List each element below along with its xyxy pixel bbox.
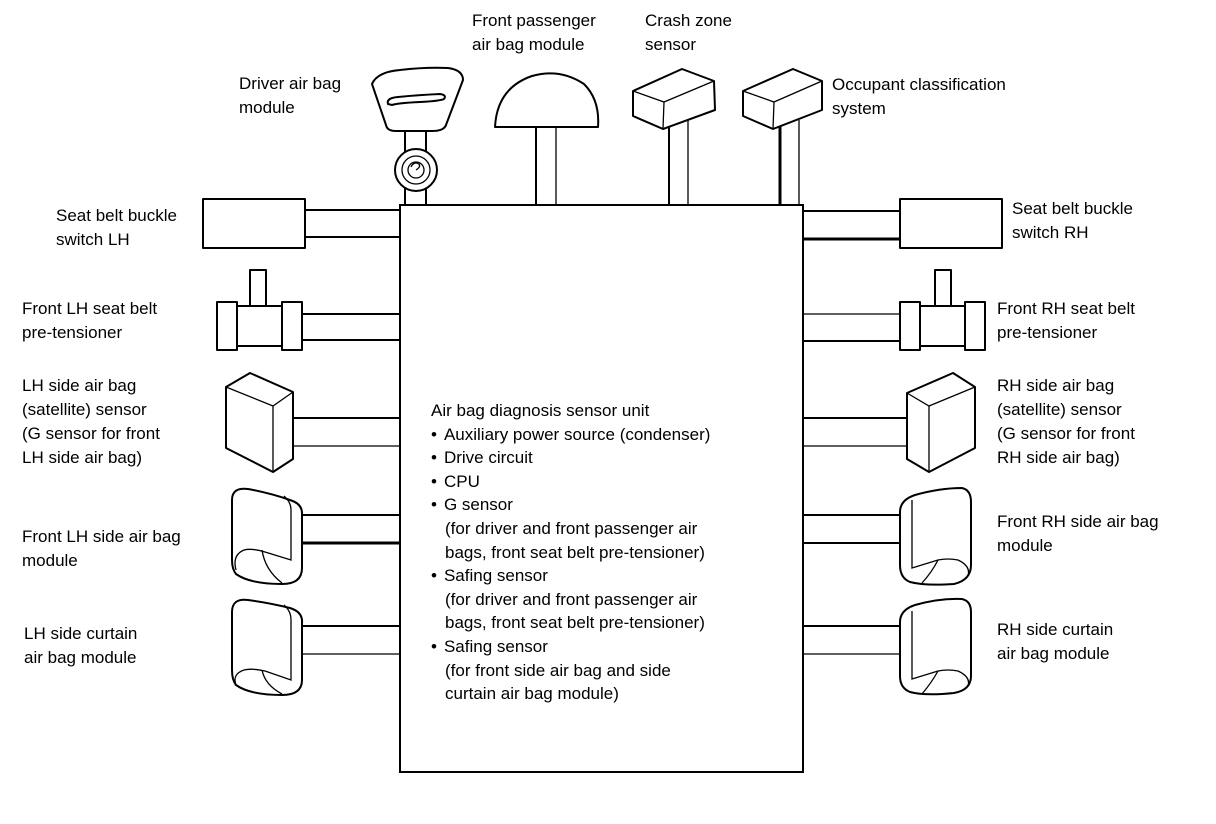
pretensioner-rh-label: Front RH seat belt pre-tensioner [997, 297, 1135, 345]
crash-zone-sensor-icon [632, 68, 716, 205]
unit-item-detail: bags, front seat belt pre-tensioner) [445, 542, 705, 562]
side-airbag-lh-icon [231, 487, 400, 585]
label-line: air bag module [472, 35, 585, 54]
unit-item: Auxiliary power source (condenser) [431, 423, 710, 447]
label-line: Driver air bag [239, 74, 342, 93]
label-line: Seat belt buckle [1012, 199, 1133, 218]
buckle-switch-rh-icon [803, 198, 1003, 249]
diagnosis-sensor-unit-text: Air bag diagnosis sensor unit Auxiliary … [431, 399, 710, 706]
unit-item-detail: curtain air bag module) [445, 684, 619, 704]
label-line: Front RH side air bag [997, 512, 1159, 531]
unit-item-detail: (for driver and front passenger air [445, 589, 698, 609]
label-line: switch RH [1012, 223, 1089, 242]
label-line: LH side air bag [22, 376, 137, 395]
label-line: Front RH seat belt [997, 299, 1135, 318]
label-line: LH side curtain [24, 624, 138, 643]
satellite-sensor-lh-label: LH side air bag (satellite) sensor (G se… [22, 374, 160, 470]
label-line: module [22, 551, 78, 570]
occupant-classification-label: Occupant classification system [832, 73, 1006, 121]
label-line: RH side air bag) [997, 448, 1120, 467]
side-airbag-rh-label: Front RH side air bag module [997, 510, 1159, 558]
side-airbag-lh-label: Front LH side air bag module [22, 525, 181, 573]
passenger-airbag-icon [494, 72, 600, 205]
buckle-switch-rh-label: Seat belt buckle switch RH [1012, 197, 1133, 245]
label-line: RH side air bag [997, 376, 1115, 395]
label-line: switch LH [56, 230, 130, 249]
label-line: Seat belt buckle [56, 206, 177, 225]
unit-item: Safing sensor [431, 564, 710, 588]
label-line: Front LH side air bag [22, 527, 181, 546]
buckle-switch-lh-icon [202, 198, 400, 249]
curtain-airbag-lh-label: LH side curtain air bag module [24, 622, 137, 670]
satellite-sensor-rh-label: RH side air bag (satellite) sensor (G se… [997, 374, 1135, 470]
pretensioner-lh-icon [216, 269, 400, 351]
label-line: Occupant classification [832, 75, 1006, 94]
driver-airbag-label: Driver air bag module [239, 72, 341, 120]
buckle-switch-lh-label: Seat belt buckle switch LH [56, 204, 177, 252]
unit-item-detail: bags, front seat belt pre-tensioner) [445, 613, 705, 633]
unit-item-detail: (for driver and front passenger air [445, 518, 698, 538]
label-line: module [997, 536, 1053, 555]
occupant-classification-icon [742, 68, 823, 205]
label-line: (satellite) sensor [22, 400, 147, 419]
label-line: (G sensor for front [997, 424, 1135, 443]
label-line: (satellite) sensor [997, 400, 1122, 419]
label-line: (G sensor for front [22, 424, 160, 443]
unit-title: Air bag diagnosis sensor unit [431, 401, 650, 420]
unit-item: CPU [431, 470, 710, 494]
curtain-airbag-rh-icon [803, 597, 972, 696]
pretensioner-rh-icon [803, 269, 986, 351]
label-line: module [239, 98, 295, 117]
label-line: air bag module [997, 644, 1110, 663]
label-line: Crash zone [645, 11, 732, 30]
unit-item: Drive circuit [431, 446, 710, 470]
unit-item: G sensor [431, 493, 710, 517]
pretensioner-lh-label: Front LH seat belt pre-tensioner [22, 297, 157, 345]
curtain-airbag-rh-label: RH side curtain air bag module [997, 618, 1113, 666]
passenger-airbag-label: Front passenger air bag module [472, 9, 596, 57]
unit-item: Safing sensor [431, 635, 710, 659]
label-line: pre-tensioner [997, 323, 1098, 342]
curtain-airbag-lh-icon [231, 598, 400, 696]
unit-item-detail: (for front side air bag and side [445, 660, 671, 680]
satellite-sensor-lh-icon [225, 372, 400, 473]
label-line: pre-tensioner [22, 323, 123, 342]
label-line: sensor [645, 35, 697, 54]
label-line: Front passenger [472, 11, 596, 30]
label-line: Front LH seat belt [22, 299, 158, 318]
label-line: RH side curtain [997, 620, 1114, 639]
crash-zone-sensor-label: Crash zone sensor [645, 9, 732, 57]
driver-airbag-icon [371, 66, 464, 205]
label-line: system [832, 99, 886, 118]
side-airbag-rh-icon [803, 487, 972, 586]
label-line: air bag module [24, 648, 137, 667]
label-line: LH side air bag) [22, 448, 143, 467]
satellite-sensor-rh-icon [803, 372, 976, 473]
